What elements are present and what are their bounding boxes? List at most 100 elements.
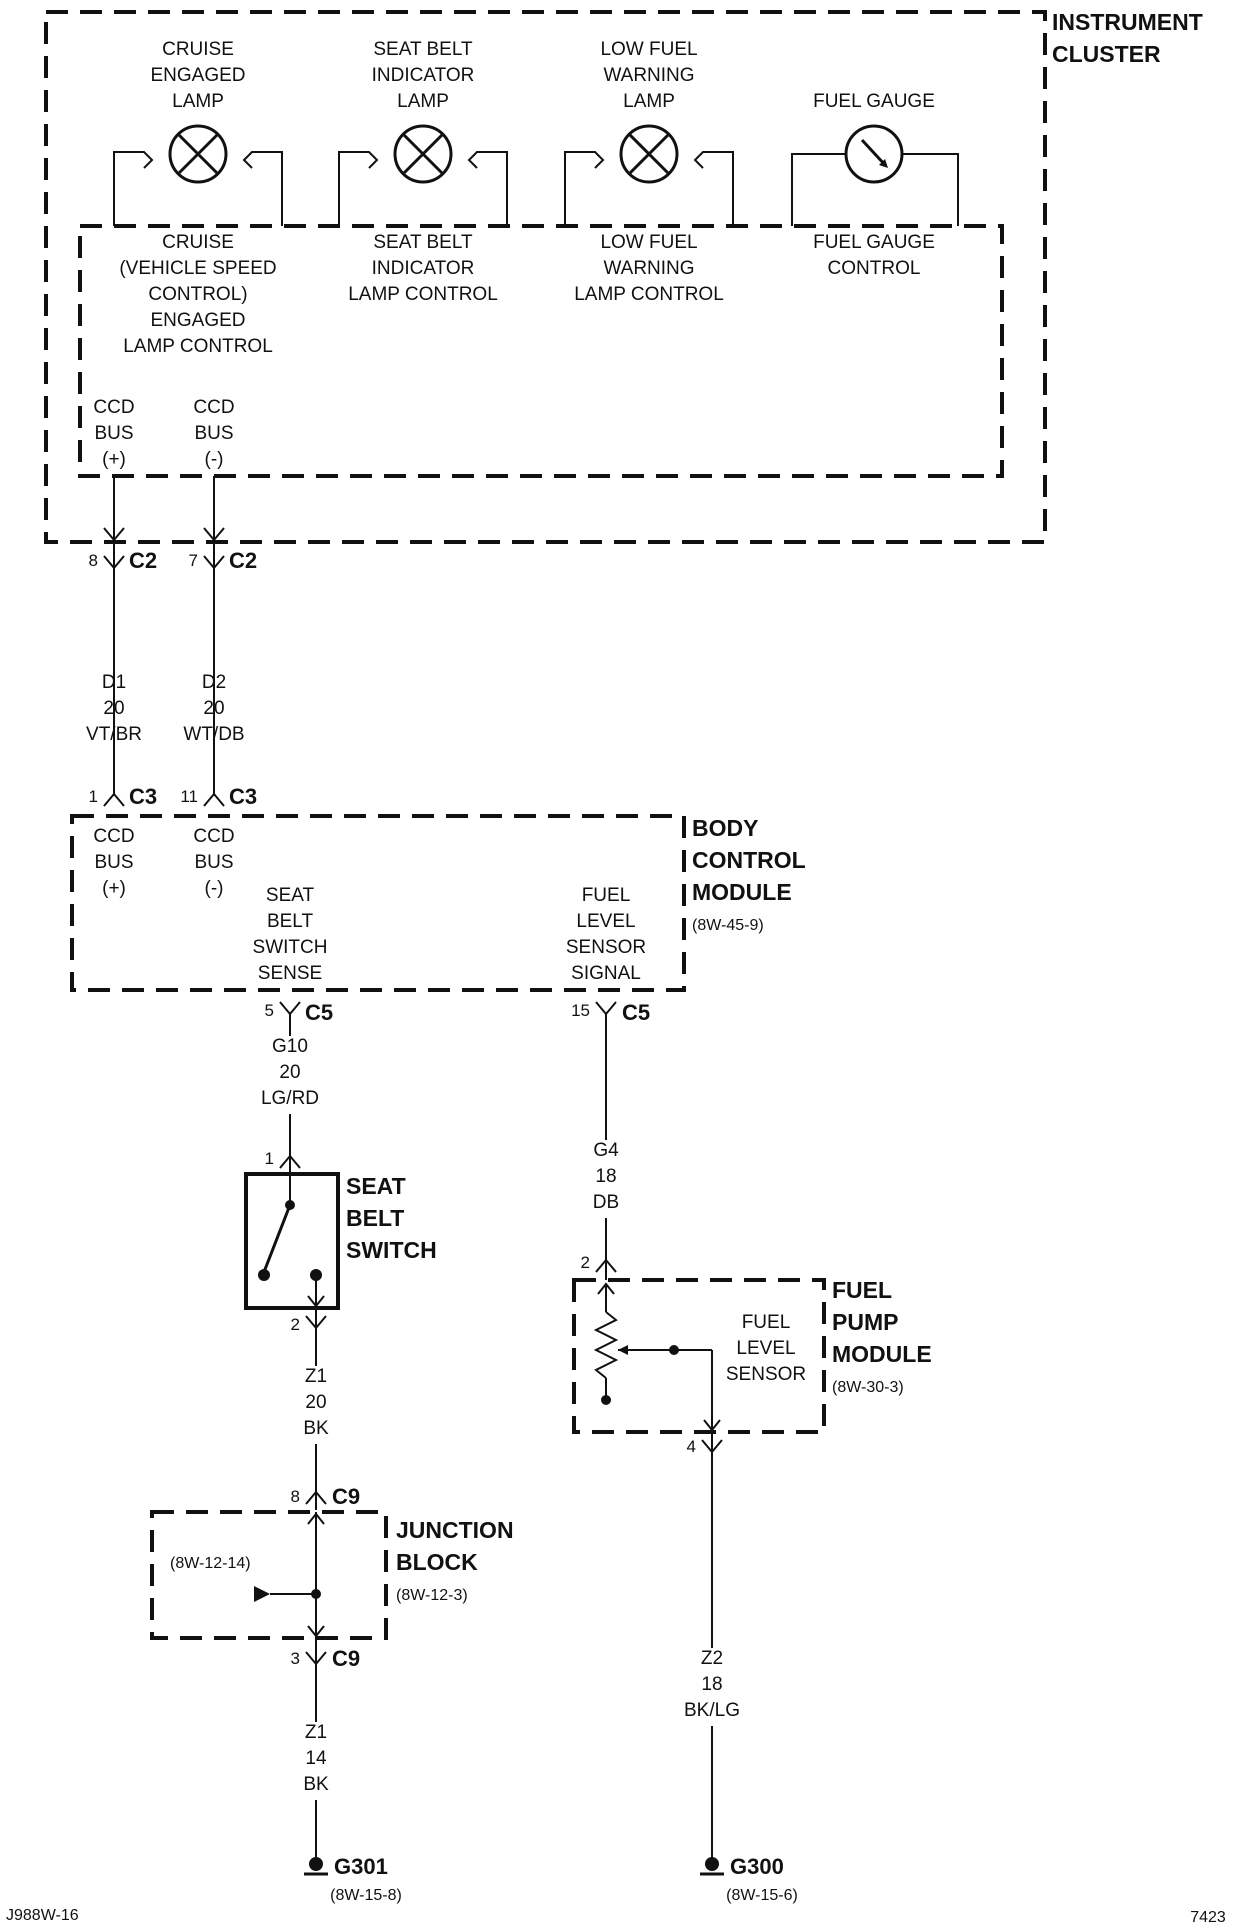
- c2-pin7-number: 7: [189, 551, 198, 570]
- cruise-lamp-label-1: CRUISE: [162, 39, 234, 60]
- wire-z1-lower-circuit: Z1: [305, 1722, 327, 1743]
- c2-connector-label-a: C2: [129, 548, 157, 573]
- bcm-fuel-level-label-1: FUEL: [582, 885, 631, 906]
- cluster-ccd-neg-label-1: CCD: [193, 397, 234, 418]
- fuel-level-sensor-label-2: LEVEL: [736, 1338, 795, 1359]
- seat-belt-switch-title-1: SEAT: [346, 1173, 406, 1199]
- wire-z1-upper-circuit: Z1: [305, 1366, 327, 1387]
- wire-z1-upper-color: BK: [303, 1418, 329, 1439]
- wire-d1-circuit: D1: [102, 672, 126, 693]
- junction-block-title-2: BLOCK: [396, 1549, 478, 1575]
- lowfuel-lamp-left-lead: [564, 151, 605, 226]
- fpm-wiper-junction: [669, 1345, 679, 1355]
- bcm-reference: (8W-45-9): [692, 917, 764, 934]
- bcm-ccd-neg-label-3: (-): [205, 878, 224, 899]
- ground-g301-reference: (8W-15-8): [330, 1887, 402, 1904]
- bcm-title-3: MODULE: [692, 879, 792, 905]
- lowfuel-lamp-label-1: LOW FUEL: [600, 39, 697, 60]
- fuel-pump-module-reference: (8W-30-3): [832, 1379, 904, 1396]
- c3-connector-label-a: C3: [129, 784, 157, 809]
- wire-d2-circuit: D2: [202, 672, 226, 693]
- cruise-lamp-bulb-cross-b: [176, 132, 220, 176]
- seatbelt-control-label-2: INDICATOR: [372, 258, 475, 279]
- seatbelt-lamp-left-lead: [338, 151, 379, 226]
- lowfuel-control-label-2: WARNING: [603, 258, 694, 279]
- ground-g300-reference: (8W-15-6): [726, 1887, 798, 1904]
- c5-connector: 5 C5 15 C5: [265, 1000, 651, 1025]
- c5-connector-label-a: C5: [305, 1000, 333, 1025]
- c2-pin7-symbol: [203, 555, 225, 570]
- wire-g10-gauge: 20: [279, 1062, 300, 1083]
- c9-connector-label-a: C9: [332, 1484, 360, 1509]
- cluster-ccd-pos-label-1: CCD: [93, 397, 134, 418]
- fuel-level-sensor-label-3: SENSOR: [726, 1364, 806, 1385]
- lowfuel-lamp-bulb: [619, 124, 679, 184]
- bcm-ccd-neg-label-2: BUS: [194, 852, 233, 873]
- c5-pin5-symbol: [279, 1001, 301, 1016]
- fuel-pump-module-title-1: FUEL: [832, 1277, 892, 1303]
- fuel-pump-module-title-2: PUMP: [832, 1309, 898, 1335]
- fuel-gauge: FUEL GAUGE FUEL GAUGE CONTROL: [791, 91, 959, 279]
- sbs-pin2-number: 2: [291, 1315, 300, 1334]
- lowfuel-control-label-1: LOW FUEL: [600, 232, 697, 253]
- c9-pin8-number: 8: [291, 1487, 300, 1506]
- instrument-cluster-title-2: CLUSTER: [1052, 41, 1161, 67]
- c9-connector-label-b: C9: [332, 1646, 360, 1671]
- instrument-cluster-inner-outline: [78, 224, 1004, 478]
- bcm-fuel-level-label-3: SENSOR: [566, 937, 646, 958]
- lowfuel-control-label-3: LAMP CONTROL: [574, 284, 724, 305]
- wire-g10-color: LG/RD: [261, 1088, 319, 1109]
- lowfuel-lamp-label-3: LAMP: [623, 91, 675, 112]
- junction-block: (8W-12-14) JUNCTION BLOCK (8W-12-3): [150, 1510, 514, 1640]
- ground-g300-circuit: 4 Z2 18 BK/LG G300 (8W-15-6): [684, 1432, 798, 1904]
- c5-connector-label-b: C5: [622, 1000, 650, 1025]
- fpm-pin2-number: 2: [581, 1253, 590, 1272]
- bcm-ccd-pos-label-1: CCD: [93, 826, 134, 847]
- junction-block-outline: [150, 1510, 388, 1640]
- c3-pin11-number: 11: [180, 787, 198, 806]
- instrument-cluster: INSTRUMENT CLUSTER CRUISE ENGAGED LAMP C…: [44, 9, 1203, 544]
- bcm-seat-belt-label-1: SEAT: [266, 885, 315, 906]
- fuel-gauge-control-label-1: FUEL GAUGE: [813, 232, 935, 253]
- sbs-pin1-number: 1: [265, 1149, 274, 1168]
- fuel-gauge-left-lead: [791, 153, 846, 226]
- cluster-ccd-pos-label-2: BUS: [94, 423, 133, 444]
- cruise-lamp-label-3: LAMP: [172, 91, 224, 112]
- fuel-gauge-needle: [860, 138, 888, 168]
- bcm-seat-belt-label-3: SWITCH: [253, 937, 328, 958]
- c2-pin8-arrow: [103, 527, 125, 542]
- fuel-pump-module-outline: [572, 1278, 826, 1434]
- cruise-control-label-1: CRUISE: [162, 232, 234, 253]
- c2-connector-label-b: C2: [229, 548, 257, 573]
- seat-belt-switch-circuit: G10 20 LG/RD 1 SEAT BELT SWITCH 2 Z1 20 …: [244, 1014, 437, 1510]
- cruise-lamp-right-lead: [242, 151, 283, 226]
- seat-belt-switch-title-3: SWITCH: [346, 1237, 437, 1263]
- bcm-fuel-level-label-2: LEVEL: [576, 911, 635, 932]
- cruise-control-label-5: LAMP CONTROL: [123, 336, 273, 357]
- seatbelt-lamp-label-1: SEAT BELT: [373, 39, 473, 60]
- fpm-ground-arrow: [703, 1419, 721, 1432]
- instrument-cluster-title-1: INSTRUMENT: [1052, 9, 1203, 35]
- fpm-wiper-arrow: [618, 1345, 628, 1355]
- ground-g300-name: G300: [730, 1854, 784, 1879]
- cruise-control-label-4: ENGAGED: [150, 310, 245, 331]
- bcm-ccd-neg-label-1: CCD: [193, 826, 234, 847]
- cruise-engaged-lamp: CRUISE ENGAGED LAMP CRUISE (VEHICLE SPEE…: [113, 39, 283, 357]
- wire-z1-lower-color: BK: [303, 1774, 329, 1795]
- wire-d1-gauge: 20: [103, 698, 124, 719]
- sbs-pin2-symbol: [305, 1315, 327, 1330]
- wire-z2-circuit: Z2: [701, 1648, 723, 1669]
- wire-g10-circuit: G10: [272, 1036, 308, 1057]
- instrument-cluster-outline: [44, 10, 1047, 544]
- junction-block-reference: (8W-12-3): [396, 1587, 468, 1604]
- seatbelt-control-label-3: LAMP CONTROL: [348, 284, 498, 305]
- bcm-ccd-pos-label-3: (+): [102, 878, 126, 899]
- ground-g301-circuit: 3 C9 Z1 14 BK G301 (8W-15-8): [291, 1638, 402, 1904]
- fuel-gauge-label: FUEL GAUGE: [813, 91, 935, 112]
- wire-z1-upper-gauge: 20: [305, 1392, 326, 1413]
- seat-belt-switch-body: [244, 1172, 340, 1310]
- cluster-ccd-pos-label-3: (+): [102, 449, 126, 470]
- junction-block-arrow-down: [307, 1625, 325, 1638]
- fuel-level-sensor-label-1: FUEL: [742, 1312, 791, 1333]
